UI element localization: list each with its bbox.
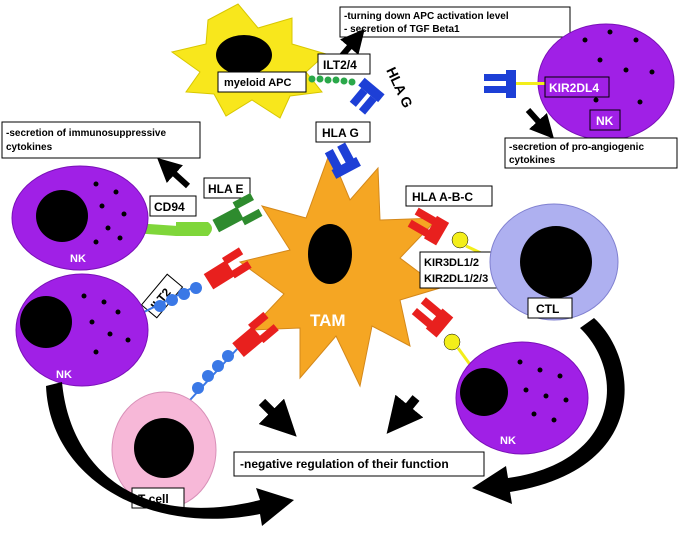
nk-cell-left-middle: NK — [15, 273, 149, 387]
nk-top-right-label-box: NK — [589, 109, 621, 131]
apc-effect-line2: - secretion of TGF Beta1 — [344, 24, 460, 35]
immuno-line2: cytokines — [6, 142, 53, 153]
kir-ligand-upper — [451, 231, 469, 249]
cd94-label-box: CD94 — [149, 195, 197, 217]
down-arrow-right — [386, 394, 424, 434]
hla-abc-label-box: HLA A-B-C — [405, 185, 493, 207]
nk-top-right-label: NK — [596, 114, 614, 128]
kir-line2: KIR2DL1/2/3 — [424, 273, 488, 285]
kir2dl4-label: KIR2DL4 — [549, 81, 599, 95]
nk-bottom-right-label: NK — [500, 435, 516, 447]
pro-angio-arrow — [525, 107, 555, 139]
immuno-box: -secretion of immunosuppressive cytokine… — [1, 121, 201, 159]
pro-angio-line1: -secretion of pro-angiogenic — [509, 142, 644, 153]
nk-left-middle-label: NK — [56, 369, 72, 381]
ctl-cell — [489, 203, 619, 321]
hla-e-molecule — [212, 192, 263, 233]
hla-g-apc-molecule — [349, 77, 385, 115]
nk-cell-left-top: NK — [11, 165, 149, 271]
ctl-label: CTL — [536, 302, 559, 316]
hla-e-label-box: HLA E — [203, 177, 251, 199]
t-cell — [111, 391, 217, 509]
myeloid-apc-label: myeloid APC — [224, 77, 291, 89]
myeloid-apc-cell — [170, 3, 327, 119]
hla-e-label: HLA E — [208, 182, 244, 196]
apc-effect-box: -turning down APC activation level - sec… — [339, 6, 571, 38]
immuno-line1: -secretion of immunosuppressive — [6, 128, 166, 139]
negative-regulation-label: -negative regulation of their function — [240, 457, 449, 471]
negative-regulation-box: -negative regulation of their function — [233, 451, 485, 477]
ilt2-receptor-lower — [189, 347, 239, 401]
hla-g-label-box: HLA G — [315, 121, 371, 143]
cd94-label: CD94 — [154, 200, 185, 214]
kir-line1: KIR3DL1/2 — [424, 257, 479, 269]
ilt24-label-box: ILT2/4 — [317, 53, 371, 75]
nk-cell-bottom-right: NK — [455, 341, 589, 455]
immuno-arrow — [157, 157, 191, 189]
nk-nucleus — [20, 296, 72, 348]
hla-g-label: HLA G — [322, 126, 359, 140]
pro-angio-line2: cytokines — [509, 155, 556, 166]
nk-nucleus — [460, 368, 508, 416]
hla-abc-molecule-upper — [407, 207, 450, 246]
kir2dl4-label-box: KIR2DL4 — [544, 76, 610, 98]
apc-effect-line1: -turning down APC activation level — [344, 11, 509, 22]
curved-arrow-left — [46, 382, 294, 526]
ilt24-label: ILT2/4 — [323, 58, 357, 72]
myeloid-apc-label-box: myeloid APC — [217, 71, 307, 93]
t-cell-nucleus — [134, 418, 194, 478]
hla-abc-molecule-lower — [411, 297, 454, 338]
kir2dl4-receptor — [484, 70, 546, 98]
nk-left-top-label: NK — [70, 253, 86, 265]
hla-upper-red-left — [203, 247, 252, 290]
ctl-label-box: CTL — [527, 297, 573, 319]
ilt24-receptor — [308, 75, 356, 86]
down-arrow-left — [258, 398, 297, 437]
hla-abc-label: HLA A-B-C — [412, 190, 473, 204]
hla-g-tam-molecule — [324, 142, 361, 179]
curved-arrow-right — [472, 318, 625, 504]
hla-g-rotated-label: HLA G — [383, 65, 416, 111]
kir-ligand-lower — [443, 333, 461, 351]
hla-lower-red-left — [232, 311, 279, 357]
pro-angio-box: -secretion of pro-angiogenic cytokines — [504, 137, 678, 169]
tam-cell: TAM — [238, 150, 442, 388]
ctl-nucleus — [520, 226, 592, 298]
nk-nucleus — [36, 190, 88, 242]
tam-label: TAM — [310, 311, 346, 330]
apc-nucleus — [216, 35, 272, 75]
tam-nucleus — [308, 224, 352, 284]
